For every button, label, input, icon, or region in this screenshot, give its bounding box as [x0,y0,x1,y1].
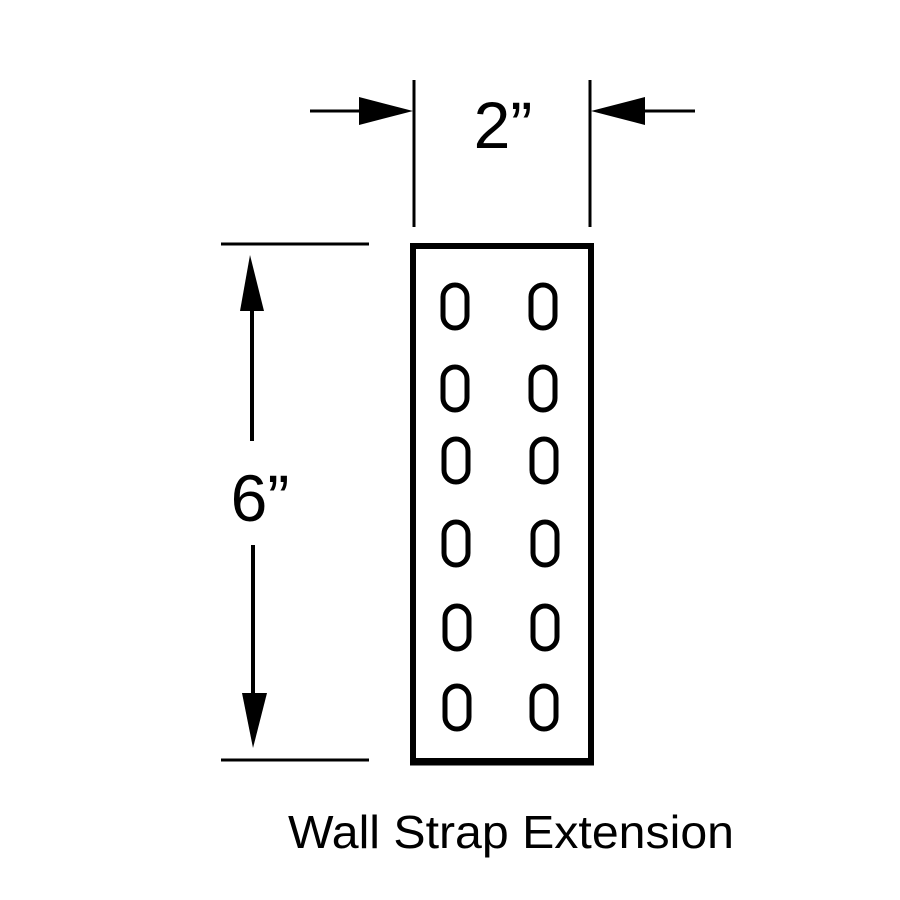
slot-hole [442,683,472,732]
slot-hole [441,519,471,568]
slot-hole [442,603,472,652]
diagram-caption: Wall Strap Extension [288,806,734,858]
slot-hole [529,436,559,485]
plate-outline [410,243,594,764]
arrow-left-icon [591,97,645,125]
height-label: 6” [231,461,290,535]
slot-hole [528,282,558,331]
arrow-down-icon [242,693,267,748]
slot-hole [530,603,560,652]
slot-hole [530,519,560,568]
arrow-right-icon [359,97,413,125]
slot-hole [440,282,470,331]
holes-column-right [528,282,560,732]
slot-hole [441,436,471,485]
height-dimension: 6” [221,242,369,762]
slot-hole [440,364,470,413]
strap-plate [410,243,594,766]
arrow-up-icon [240,255,264,311]
slot-hole [529,683,559,732]
holes-column-left [440,282,472,732]
width-dimension: 2” [310,80,695,227]
width-label: 2” [474,88,533,162]
slot-hole [528,364,558,413]
